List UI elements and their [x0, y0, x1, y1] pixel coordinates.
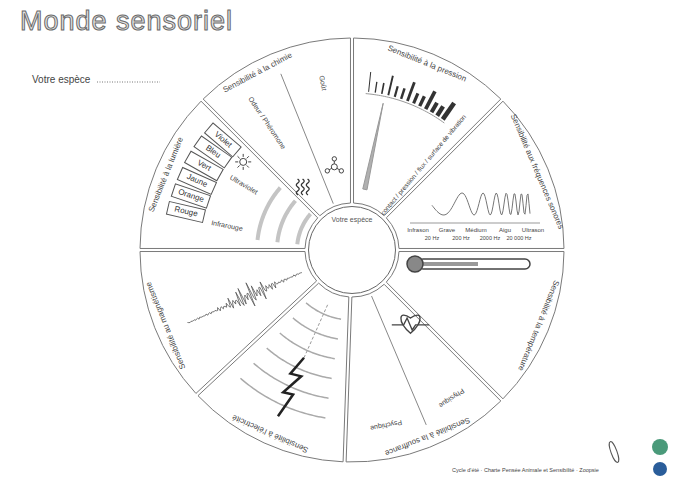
thermometer-tube — [418, 259, 530, 269]
gauge-needle — [363, 103, 383, 190]
sun-ray — [243, 154, 244, 157]
species-circle: Votre espèce — [308, 206, 396, 294]
gauge-tick — [437, 106, 443, 115]
bolt-trail — [304, 305, 328, 358]
odour-wave — [301, 179, 304, 195]
sun-ray — [243, 167, 244, 170]
band-label: Infrason — [407, 227, 429, 234]
pulse-line — [392, 318, 429, 330]
sound-axis — [410, 223, 540, 224]
thermometer-fill — [418, 262, 478, 266]
feather-logo — [607, 441, 620, 464]
molecule-atom — [325, 169, 329, 173]
molecule-atom — [332, 157, 336, 161]
logo-blue — [653, 462, 667, 476]
gauge-tick — [382, 83, 384, 94]
sun-ray — [235, 161, 238, 162]
thermometer-bulb — [407, 256, 423, 272]
frequency-label: 2000 Hz — [480, 235, 501, 241]
seismograph — [187, 273, 301, 323]
odour-wave — [296, 179, 299, 195]
gauge-tick — [443, 103, 454, 119]
gauge-tick — [407, 82, 414, 101]
sun-ray — [247, 165, 249, 167]
band-label: Aigu — [499, 227, 511, 234]
footer-note: Cycle d'été · Charte Pensée Animale et S… — [452, 467, 599, 473]
wedges — [140, 38, 564, 462]
band-label: Ultrason — [522, 227, 544, 234]
gauge-tick — [369, 72, 371, 92]
field-arc — [293, 318, 338, 339]
gauge-tick — [375, 82, 377, 93]
gauge-tick — [420, 96, 425, 106]
title: Monde sensoriel — [20, 6, 233, 37]
species-line — [97, 82, 160, 83]
lightning-bolt — [278, 358, 304, 416]
gauge-tick — [432, 103, 438, 113]
frequency-label: 200 Hz — [452, 235, 469, 241]
band-label: Médium — [465, 227, 486, 234]
gauge-tick — [414, 93, 418, 103]
sun-ray — [247, 156, 249, 158]
band-label: Grave — [439, 227, 455, 234]
logo-earth — [652, 439, 668, 455]
heart-icon — [392, 315, 429, 333]
gauge-tick — [401, 88, 404, 98]
odour-wave — [306, 179, 309, 195]
frequency-label: 20 000 Hz — [506, 235, 531, 241]
sound-wave — [432, 193, 530, 215]
odour-icon — [296, 179, 309, 195]
field-arc — [240, 378, 325, 418]
sun-ray — [238, 165, 240, 167]
molecule-icon — [325, 157, 343, 173]
gauge-tick — [388, 76, 393, 95]
sun-disc — [240, 158, 247, 165]
molecule-atom — [331, 164, 337, 170]
sub-divider — [372, 296, 427, 425]
sun-icon — [235, 154, 251, 170]
sub-divider — [281, 74, 333, 204]
sector-wedge — [346, 284, 501, 462]
field-arc — [306, 303, 341, 319]
sun-ray — [248, 161, 251, 162]
frequency-label: 20 Hz — [425, 235, 439, 241]
gauge-tick — [395, 86, 398, 97]
spectrum-arc — [277, 201, 295, 242]
field-arc — [280, 333, 335, 359]
sun-ray — [238, 156, 240, 158]
molecule-atom — [339, 169, 343, 173]
species-field-label: Votre espèce — [32, 74, 90, 86]
spectrum-arc — [258, 188, 281, 240]
node-text: Votre espèce — [332, 216, 373, 224]
